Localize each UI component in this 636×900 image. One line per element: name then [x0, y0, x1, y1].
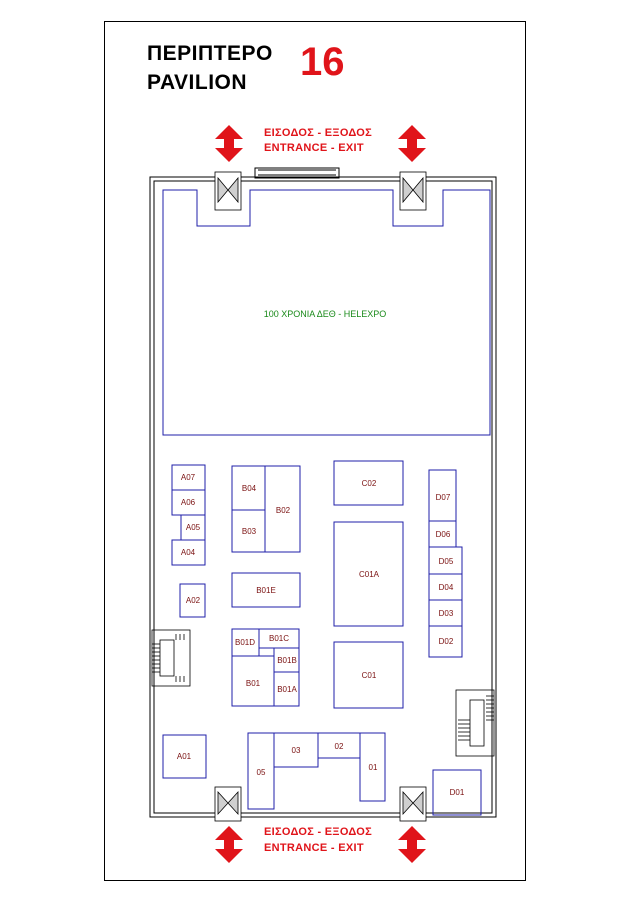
- booth-label-D04: D04: [439, 583, 454, 592]
- top-canopy: [254, 167, 340, 179]
- booth-label-D07: D07: [436, 493, 451, 502]
- booth-label-C02: C02: [362, 479, 377, 488]
- door-icon-bottom-right: [399, 786, 427, 822]
- booth-A04[interactable]: [171, 539, 206, 566]
- booth-05[interactable]: [247, 732, 275, 810]
- booth-label-D03: D03: [439, 609, 454, 618]
- main-hall-label: 100 ΧΡΟΝΙΑ ΔΕΘ - HELEXPO: [264, 309, 387, 319]
- booth-label-B01D: B01D: [235, 638, 255, 647]
- booth-03[interactable]: [273, 732, 319, 768]
- booth-A01[interactable]: [162, 734, 207, 779]
- booth-D01[interactable]: [432, 769, 482, 816]
- booth-label-B01: B01: [246, 679, 261, 688]
- booth-label-05: 05: [257, 768, 266, 777]
- booth-B01E[interactable]: [231, 572, 301, 608]
- booth-label-D02: D02: [439, 637, 454, 646]
- bottom-entrance-label-greek: ΕΙΣΟΔΟΣ - ΕΞΟΔΟΣ: [264, 826, 373, 838]
- inner-wall: [153, 180, 493, 814]
- pavilion-title-greek: ΠΕΡΙΠΤΕΡΟ: [147, 42, 273, 65]
- booth-label-B01E: B01E: [256, 586, 276, 595]
- booth-label-B03: B03: [242, 527, 257, 536]
- booth-label-B01A: B01A: [277, 685, 297, 694]
- booth-C01A[interactable]: [333, 521, 404, 627]
- pavilion-number: 16: [300, 40, 345, 84]
- map-frame: [104, 21, 526, 881]
- booth-labels: A07 A06 A05 A04 A02 A01 B04 B03 B02 B01E…: [177, 473, 465, 797]
- booth-C01[interactable]: [333, 641, 404, 709]
- booth-label-B02: B02: [276, 506, 291, 515]
- arrow-icon-top-right: [398, 125, 426, 162]
- booth-label-03: 03: [292, 746, 301, 755]
- entrance-arrows: [215, 125, 426, 863]
- booth-label-A04: A04: [181, 548, 196, 557]
- stairs-icon-right: [455, 689, 495, 757]
- booth-label-D01: D01: [450, 788, 465, 797]
- booth-label-D05: D05: [439, 557, 454, 566]
- outer-wall: [149, 176, 497, 818]
- door-icon-top-left: [214, 171, 242, 211]
- arrow-icon-top-left: [215, 125, 243, 162]
- booth-label-A05: A05: [186, 523, 201, 532]
- door-icon-top-right: [399, 171, 427, 211]
- door-icon-bottom-left: [214, 786, 242, 822]
- booth-A02[interactable]: [179, 583, 206, 618]
- staircases: [151, 629, 495, 757]
- top-entrance-label-english: ENTRANCE - EXIT: [264, 142, 364, 154]
- booth-C02[interactable]: [333, 460, 404, 506]
- arrow-icon-bottom-left: [215, 826, 243, 863]
- booth-D02[interactable]: [428, 625, 463, 658]
- booth-label-B01C: B01C: [269, 634, 289, 643]
- doors: [214, 171, 427, 822]
- booth-B02[interactable]: [264, 465, 301, 553]
- arrow-icon-bottom-right: [398, 826, 426, 863]
- booth-label-C01: C01: [362, 671, 377, 680]
- booth-label-D06: D06: [436, 530, 451, 539]
- booth-label-A02: A02: [186, 596, 201, 605]
- stairs-icon-left: [151, 629, 191, 687]
- booth-label-02: 02: [335, 742, 344, 751]
- booth-label-01: 01: [369, 763, 378, 772]
- booths: [162, 460, 482, 816]
- booth-label-A07: A07: [181, 473, 196, 482]
- top-entrance-label-greek: ΕΙΣΟΔΟΣ - ΕΞΟΔΟΣ: [264, 127, 373, 139]
- building-walls: [149, 167, 497, 818]
- booth-label-A06: A06: [181, 498, 196, 507]
- main-hall: [162, 189, 491, 436]
- booth-label-B01B: B01B: [277, 656, 297, 665]
- pavilion-title-english: PAVILION: [147, 71, 248, 94]
- booth-label-A01: A01: [177, 752, 192, 761]
- booth-01[interactable]: [359, 732, 386, 802]
- bottom-entrance-label-english: ENTRANCE - EXIT: [264, 842, 364, 854]
- booth-label-B04: B04: [242, 484, 257, 493]
- booth-B01[interactable]: [231, 655, 275, 707]
- booth-label-C01A: C01A: [359, 570, 380, 579]
